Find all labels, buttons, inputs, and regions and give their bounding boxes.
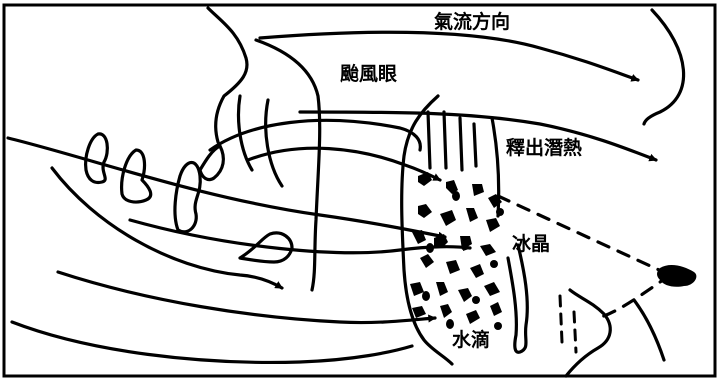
label-latent-heat-release: 釋出潛熱 <box>506 136 582 159</box>
dashed-line-a <box>560 296 562 342</box>
anvil-tip <box>657 265 696 287</box>
rainband-4 <box>266 100 282 186</box>
dashed-line-b <box>574 312 576 352</box>
label-airflow-direction: 氣流方向 <box>434 10 510 33</box>
right-cloud-2 <box>566 290 610 376</box>
right-cloud-3 <box>634 300 664 360</box>
outflow-curve-right <box>644 10 684 124</box>
spiral-inflow-6 <box>58 272 435 323</box>
cloud-blob-3 <box>175 163 200 232</box>
spiral-inflow-7 <box>12 322 412 362</box>
spiral-inflow-3 <box>8 138 445 237</box>
cloud-blob-4 <box>200 146 223 180</box>
towers-2 <box>444 112 446 168</box>
towers-3 <box>460 118 462 170</box>
rainband-1 <box>208 8 247 142</box>
towers-1 <box>428 112 430 168</box>
label-water-droplets: 水滴 <box>452 328 490 351</box>
anvil-lower-boundary <box>598 275 670 318</box>
label-typhoon-eye: 颱風眼 <box>340 62 397 85</box>
right-cloud-1 <box>508 245 527 352</box>
airflow-arrow-top <box>260 32 638 80</box>
cloud-blob-1 <box>86 134 108 183</box>
label-ice-crystals: 冰晶 <box>512 232 550 255</box>
towers-4 <box>474 124 476 166</box>
